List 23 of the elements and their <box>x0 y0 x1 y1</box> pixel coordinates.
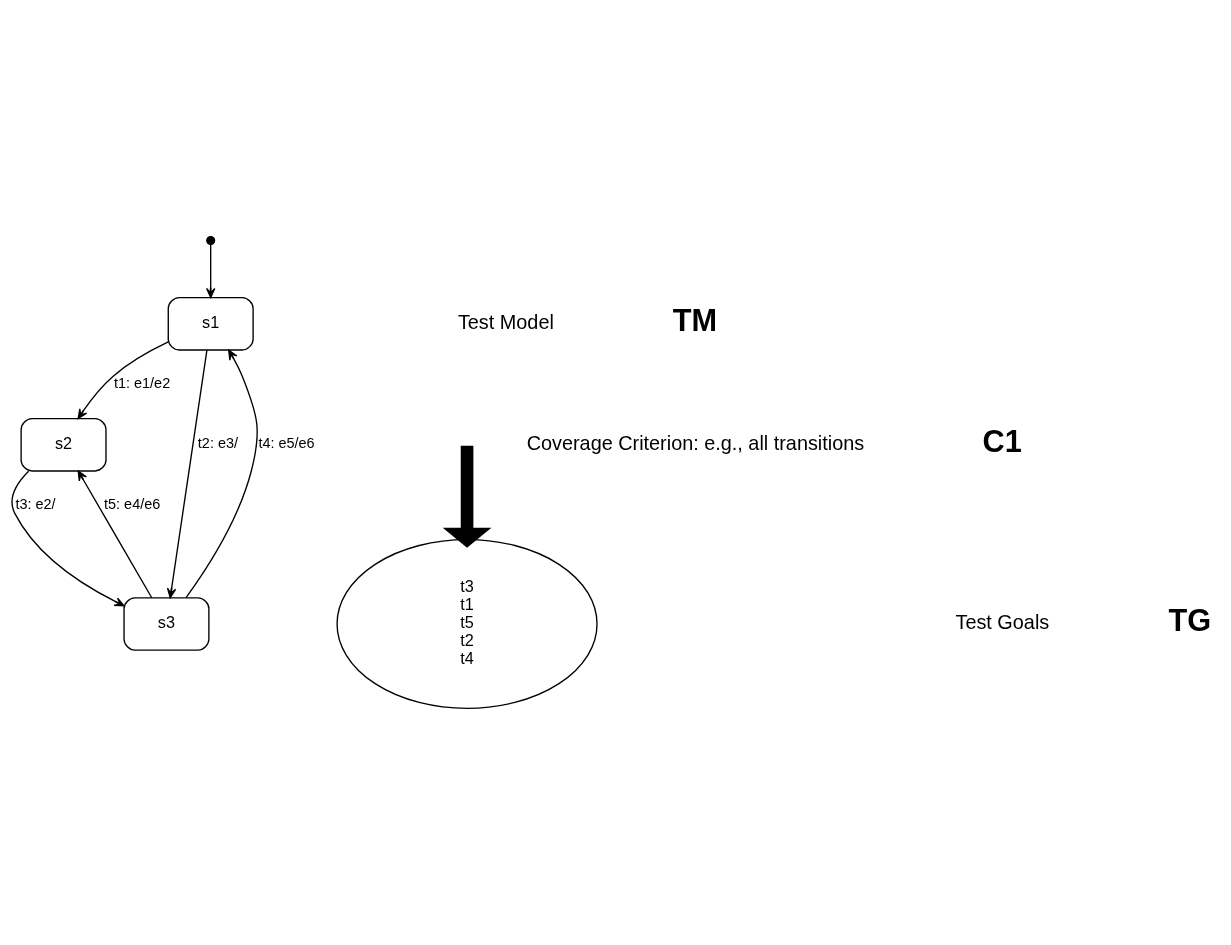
edge-label: t3: e2/ <box>15 495 56 512</box>
label: Test Model <box>457 310 554 333</box>
node-box: s1 <box>167 297 254 351</box>
arrow <box>11 470 125 607</box>
label: Coverage Criterion: e.g., all transitions <box>526 431 865 454</box>
node-box: s2 <box>20 417 107 472</box>
arrow <box>166 349 208 599</box>
edge-label: t2: e3/ <box>197 435 238 452</box>
arrow <box>77 341 169 420</box>
edge-label: t4: e5/e6 <box>258 435 315 452</box>
label: C1 <box>982 423 1022 459</box>
arrow <box>205 243 216 299</box>
label: TM <box>672 302 718 338</box>
arrow <box>77 470 153 599</box>
node-box: s3 <box>123 597 210 651</box>
label: TG <box>1168 602 1212 638</box>
node-circle <box>206 235 216 246</box>
edge-label: t5: e4/e6 <box>104 495 161 512</box>
label: Test Goals <box>955 611 1050 634</box>
edge-label: t1: e1/e2 <box>113 374 171 391</box>
arrow <box>442 445 492 548</box>
arrow <box>185 349 258 599</box>
node-ellipse: t3 t1 t5 t2 t4 <box>336 538 598 710</box>
